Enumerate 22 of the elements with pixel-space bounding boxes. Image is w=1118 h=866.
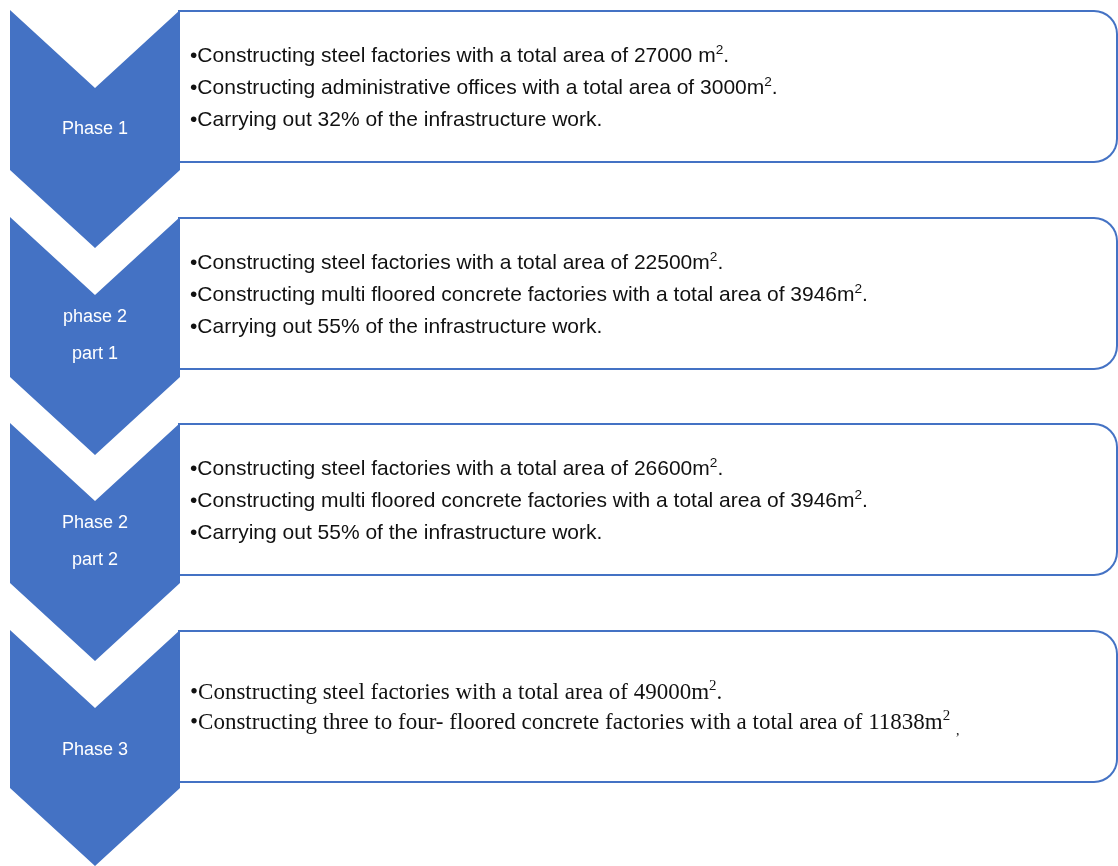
bullet-text: •Constructing steel factories with a total area of 26600m$^{2}$.	[190, 453, 725, 481]
phase-label: Phase 3	[60, 738, 130, 761]
step-box	[178, 630, 1118, 783]
bullet-text: •Constructing steel factories with a total area of 22500m$^{2}$.	[190, 247, 725, 275]
phase-banner	[10, 10, 180, 248]
bullet-text: •Carrying out 55% of the infrastructure work.	[190, 312, 604, 339]
bullet-text: •Carrying out 32% of the infrastructure work.	[190, 105, 604, 132]
phase-banner	[10, 630, 180, 866]
phase-banner	[10, 423, 180, 661]
step-box	[178, 10, 1118, 163]
step-box	[178, 423, 1118, 576]
phase-label: Phase 2 part 2	[60, 511, 130, 571]
bullet-text: •Constructing multi floored concrete factories with a total area of 3946m$^{2}$.	[190, 279, 869, 307]
bullet-text: •Constructing steel factories with a total area of 49000m$^{2}$.	[190, 676, 724, 706]
phase-label: Phase 1	[60, 117, 130, 140]
bullet-text: •Constructing administrative offices with a total area of 3000m$^{2}$.	[190, 72, 779, 100]
bullet-text: •Constructing steel factories with a total area of 27000 m$^{2}$.	[190, 40, 731, 68]
phase-label: phase 2 part 1	[61, 305, 129, 365]
bullet-text: •Carrying out 55% of the infrastructure work.	[190, 518, 604, 545]
step-box	[178, 217, 1118, 370]
phase-banner	[10, 217, 180, 455]
bullet-text: •Constructing multi floored concrete factories with a total area of 3946m$^{2}$.	[190, 485, 869, 513]
